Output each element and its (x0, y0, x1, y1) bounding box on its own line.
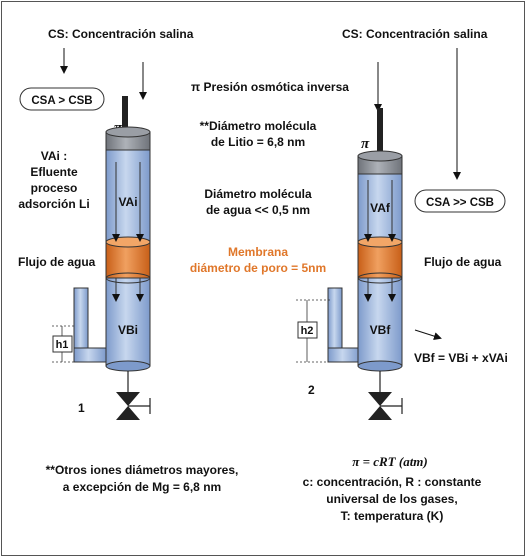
left-piston-top (105, 126, 151, 138)
right-cs-label: CS: Concentración salina (342, 27, 488, 41)
left-membrane-top (105, 236, 151, 248)
left-vai-note-3: proceso (31, 181, 78, 195)
left-cylinder-bottom (105, 360, 151, 372)
right-piston-rod (377, 108, 383, 156)
left-connector-tube (73, 347, 107, 363)
right-outflow-arrow (414, 329, 442, 340)
right-cs-relation: CSA >> CSB (426, 197, 494, 209)
left-valve-bottom (116, 406, 140, 420)
right-piston-top (357, 150, 403, 162)
right-cs-relation-box (414, 189, 506, 213)
left-vai-note-2: Efluente (30, 165, 78, 179)
left-upper-label: VAi (118, 195, 137, 209)
left-vai-note-4: adsorción Li (18, 197, 89, 211)
ions-note-1: **Otros iones diámetros mayores, (46, 463, 239, 477)
right-apparatus: CS: Concentración salina CSA >> CSB π VA… (296, 27, 508, 420)
pressure-label: π Presión osmótica inversa (191, 80, 349, 94)
footer: **Otros iones diámetros mayores, a excep… (46, 454, 482, 523)
right-volume-equation: VBf = VBi + xVAi (414, 351, 508, 365)
right-pi-symbol: π (361, 136, 370, 152)
legend-line-2: universal de los gases, (326, 492, 457, 506)
legend-line-1: c: concentración, R : constante (303, 475, 482, 489)
right-flow-label: Flujo de agua (424, 255, 502, 269)
left-membrane-bottom (105, 272, 151, 284)
left-piston-rod (122, 96, 128, 134)
right-height-box (297, 321, 318, 339)
left-lower-label: VBi (118, 323, 138, 337)
left-side-tube (73, 287, 89, 349)
right-side-tube (327, 287, 343, 349)
formula: π = cRT (atm) (352, 454, 428, 469)
membrane-note-2: diámetro de poro = 5nm (190, 261, 326, 275)
lithium-note-1: **Diámetro molécula (200, 119, 317, 133)
lithium-note-2: de Litio = 6,8 nm (211, 135, 305, 149)
right-membrane-bottom (357, 272, 403, 284)
right-membrane (357, 241, 403, 279)
right-valve-top (368, 392, 392, 406)
left-height-label: h1 (56, 339, 69, 351)
right-cylinder-bottom (357, 360, 403, 372)
left-apparatus: CS: Concentración salina CSA > CSB VAi :… (18, 27, 194, 420)
center-notes: π Presión osmótica inversa **Diámetro mo… (190, 80, 349, 275)
left-cs-relation: CSA > CSB (31, 95, 92, 107)
ions-note-2: a excepción de Mg = 6,8 nm (63, 480, 221, 494)
membrane-note-1: Membrana (228, 245, 288, 259)
right-valve-bottom (368, 406, 392, 420)
left-vai-note-1: VAi : (41, 149, 67, 163)
left-height-box (52, 335, 73, 353)
right-number: 2 (308, 383, 315, 397)
right-upper-label: VAf (370, 201, 391, 215)
left-cs-relation-box (19, 87, 105, 111)
right-membrane-top (357, 236, 403, 248)
left-cs-label: CS: Concentración salina (48, 27, 194, 41)
legend-line-3: T: temperatura (K) (341, 509, 444, 523)
right-height-label: h2 (301, 325, 314, 337)
left-flow-label: Flujo de agua (18, 255, 96, 269)
water-note-2: de agua << 0,5 nm (206, 203, 310, 217)
left-valve-top (116, 392, 140, 406)
water-note-1: Diámetro molécula (204, 187, 312, 201)
left-number: 1 (78, 401, 85, 415)
right-lower-label: VBf (370, 323, 392, 337)
right-connector-tube (327, 347, 361, 363)
